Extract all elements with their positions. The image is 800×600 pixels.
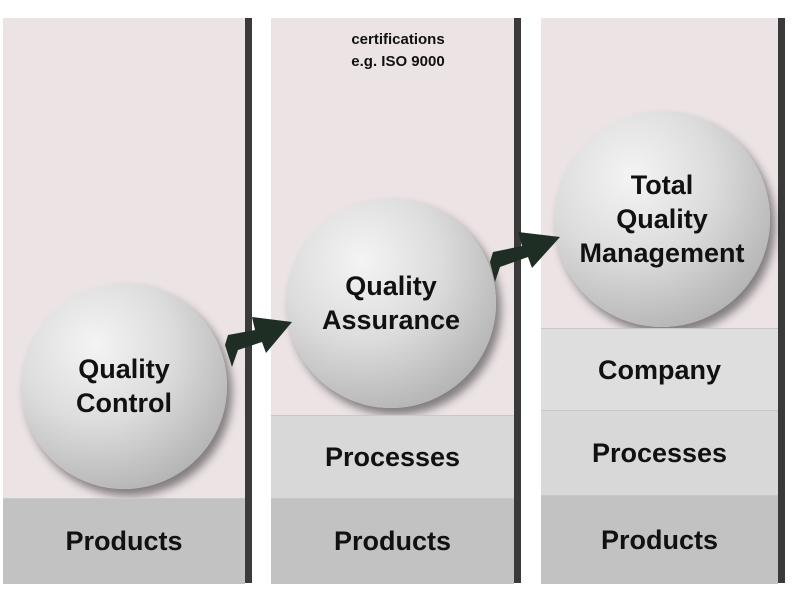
stage-quality-control-panel: Quality Control Products [3, 18, 245, 584]
company-layer-label: Company [597, 354, 722, 385]
products-layer-label: Products [333, 526, 452, 556]
products-layer-label: Products [600, 524, 719, 555]
products-layer: Products [541, 495, 778, 584]
quality-assurance-sphere: Quality Assurance [286, 198, 496, 408]
processes-layer: Processes [271, 415, 514, 499]
processes-layer-label: Processes [324, 442, 461, 472]
quality-control-label: Quality Control [76, 354, 172, 418]
quality-assurance-label: Quality Assurance [321, 271, 461, 335]
tqm-label: Total Quality Management [579, 170, 745, 268]
stage-quality-assurance-panel: certifications e.g. ISO 9000 Quality Ass… [271, 18, 514, 584]
products-layer: Products [271, 498, 514, 584]
certification-note: certifications e.g. ISO 9000 [351, 31, 445, 70]
processes-layer-label: Processes [591, 438, 728, 468]
products-layer-label: Products [65, 526, 183, 556]
products-layer: Products [3, 498, 245, 584]
processes-layer: Processes [541, 410, 778, 496]
stage-tqm-panel: Total Quality Management Company Process… [541, 18, 778, 584]
tqm-sphere: Total Quality Management [554, 111, 770, 327]
quality-control-sphere: Quality Control [21, 283, 227, 489]
company-layer: Company [541, 328, 778, 411]
